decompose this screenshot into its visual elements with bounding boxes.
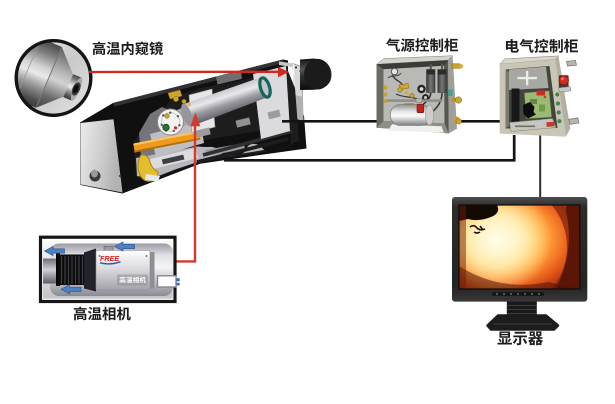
svg-text:FREE: FREE xyxy=(100,254,119,263)
